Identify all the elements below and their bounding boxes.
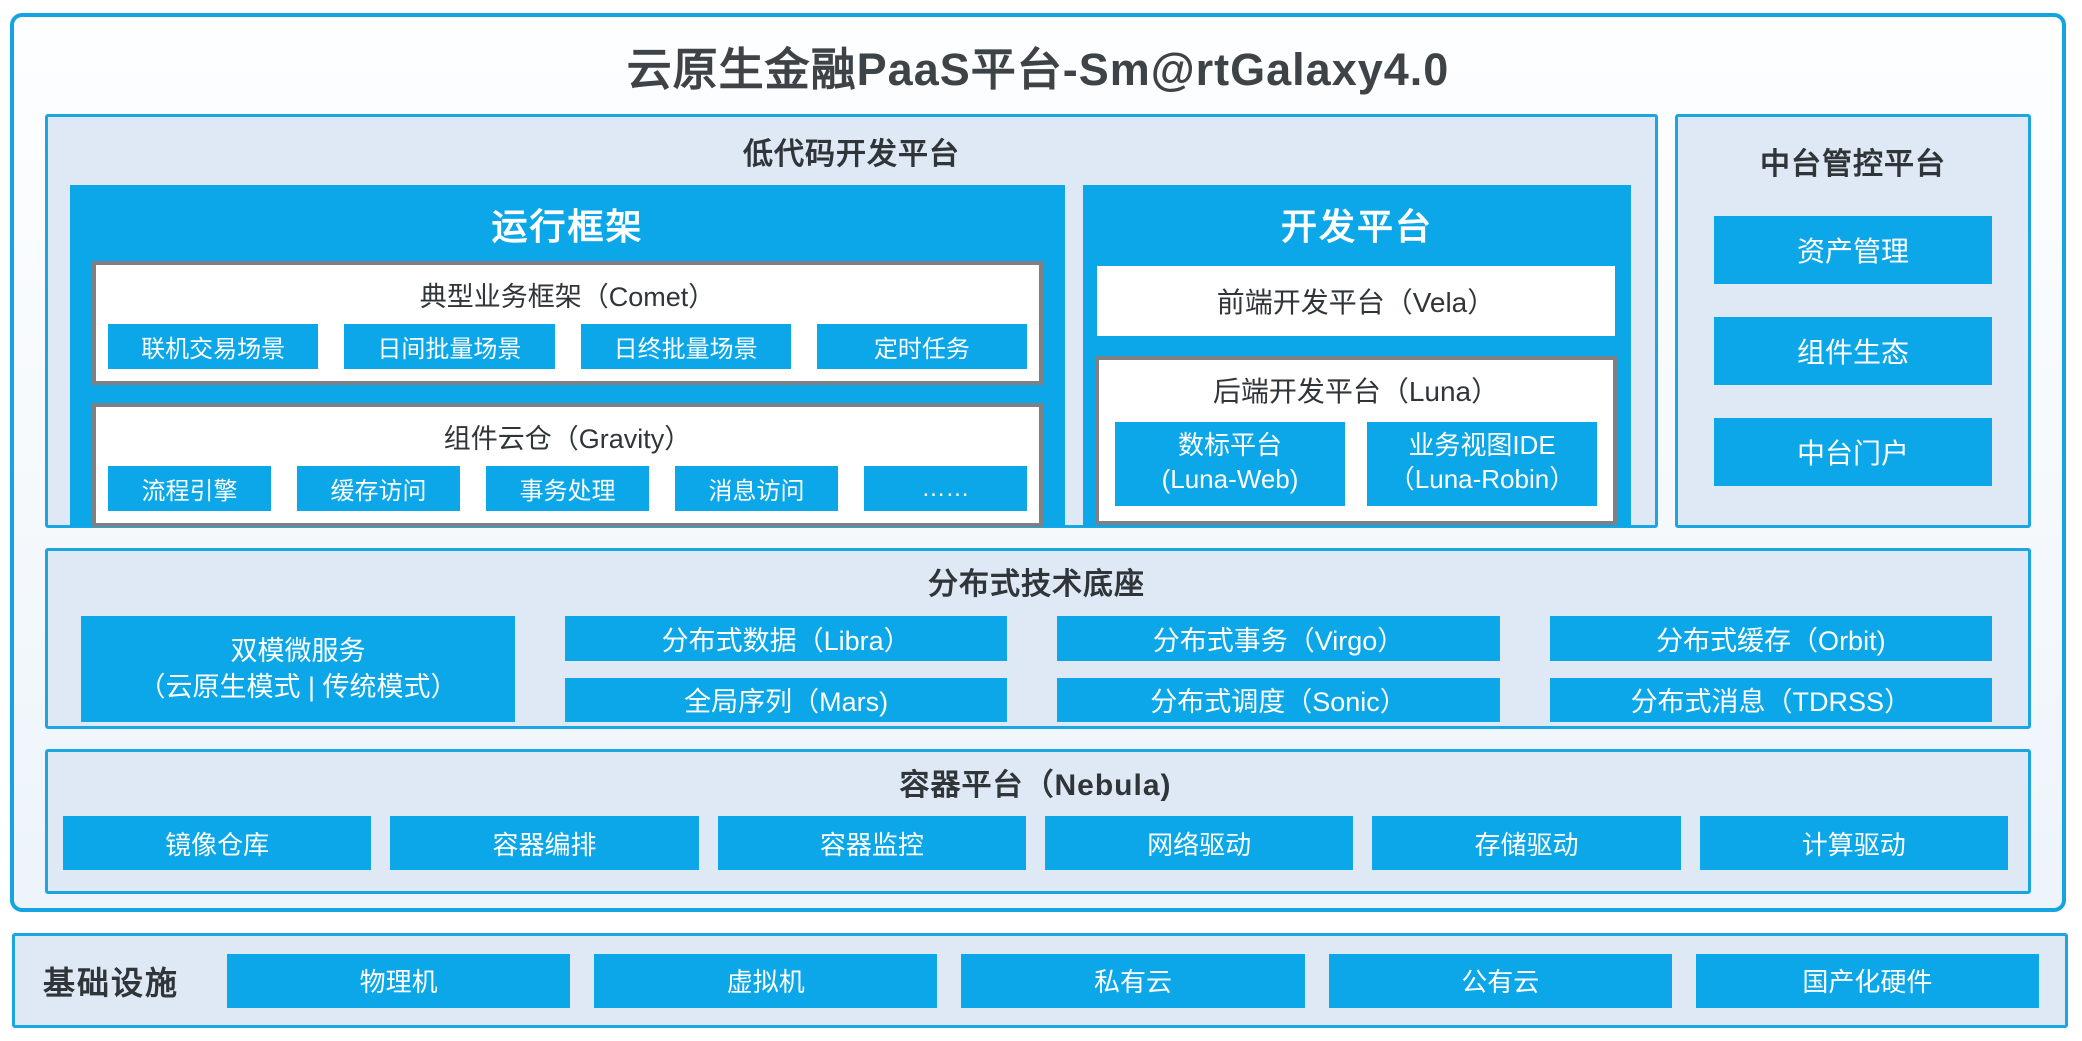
panel-container-platform: 容器平台（Nebula) 镜像仓库 容器编排 容器监控 网络驱动 存储驱动 计算… <box>45 749 2031 894</box>
luna-robin-line2: （Luna-Robin） <box>1388 463 1576 494</box>
distributed-body: 双模微服务 （云原生模式 | 传统模式） 分布式数据（Libra） 全局序列（M… <box>81 616 1992 722</box>
box-comet-framework: 典型业务框架（Comet） 联机交易场景 日间批量场景 日终批量场景 定时任务 <box>92 261 1043 385</box>
panel-distributed-base: 分布式技术底座 双模微服务 （云原生模式 | 传统模式） 分布式数据（Libra… <box>45 548 2031 729</box>
container-items: 镜像仓库 容器编排 容器监控 网络驱动 存储驱动 计算驱动 <box>63 816 2008 870</box>
section-runtime-framework: 运行框架 典型业务框架（Comet） 联机交易场景 日间批量场景 日终批量场景 … <box>70 185 1065 527</box>
gravity-item-cache-access: 缓存访问 <box>297 466 460 511</box>
dual-microservice-line1: 双模微服务 <box>230 635 366 666</box>
diagram-content: 低代码开发平台 运行框架 典型业务框架（Comet） 联机交易场景 日间批量场景… <box>45 114 2031 894</box>
container-item-monitoring: 容器监控 <box>717 816 1026 870</box>
comet-item-online-trading: 联机交易场景 <box>108 324 319 369</box>
infra-item-virtual-machine: 虚拟机 <box>594 953 938 1008</box>
section-dev-platform: 开发平台 前端开发平台（Vela） 后端开发平台（Luna） 数标平台 (Lun… <box>1083 185 1631 527</box>
comet-title: 典型业务框架（Comet） <box>419 282 716 312</box>
page-title: 云原生金融PaaS平台-Sm@rtGalaxy4.0 <box>626 44 1450 95</box>
dist-item-transaction-virgo: 分布式事务（Virgo） <box>1057 616 1500 661</box>
box-luna-backend: 后端开发平台（Luna） 数标平台 (Luna-Web) 业务视图IDE （Lu… <box>1095 356 1617 525</box>
panel-infrastructure: 基础设施 物理机 虚拟机 私有云 公有云 国产化硬件 <box>12 933 2068 1028</box>
dist-item-sequence-mars: 全局序列（Mars) <box>565 677 1008 722</box>
luna-item-web: 数标平台 (Luna-Web) <box>1115 422 1345 506</box>
dist-item-scheduling-sonic: 分布式调度（Sonic） <box>1057 677 1500 722</box>
dist-item-data-libra: 分布式数据（Libra） <box>565 616 1008 661</box>
governance-item-asset-management: 资产管理 <box>1714 216 1992 284</box>
comet-item-scheduled-task: 定时任务 <box>816 324 1027 369</box>
luna-web-line2: (Luna-Web) <box>1161 463 1299 494</box>
gravity-item-process-engine: 流程引擎 <box>108 466 271 511</box>
comet-items: 联机交易场景 日间批量场景 日终批量场景 定时任务 <box>108 324 1027 369</box>
gravity-items: 流程引擎 缓存访问 事务处理 消息访问 …… <box>108 466 1027 511</box>
governance-item-component-ecosystem: 组件生态 <box>1714 317 1992 385</box>
governance-title: 中台管控平台 <box>1760 148 1946 181</box>
main-container: 云原生金融PaaS平台-Sm@rtGalaxy4.0 低代码开发平台 运行框架 … <box>10 13 2066 912</box>
infra-item-private-cloud: 私有云 <box>961 953 1305 1008</box>
distributed-column-3: 分布式缓存（Orbit) 分布式消息（TDRSS） <box>1549 616 1992 722</box>
luna-web-line1: 数标平台 <box>1177 430 1282 460</box>
gravity-item-message-access: 消息访问 <box>675 466 838 511</box>
runtime-framework-title: 运行框架 <box>491 206 644 247</box>
container-item-orchestration: 容器编排 <box>390 816 699 870</box>
distributed-base-title: 分布式技术底座 <box>928 568 1145 601</box>
container-item-storage-driver: 存储驱动 <box>1372 816 1681 870</box>
dist-item-dual-microservice: 双模微服务 （云原生模式 | 传统模式） <box>81 616 515 722</box>
luna-robin-line1: 业务视图IDE <box>1408 430 1556 460</box>
low-code-platform-title: 低代码开发平台 <box>743 138 960 171</box>
distributed-column-1: 分布式数据（Libra） 全局序列（Mars) <box>565 616 1008 722</box>
panel-low-code-platform: 低代码开发平台 运行框架 典型业务框架（Comet） 联机交易场景 日间批量场景… <box>45 114 1658 528</box>
luna-title: 后端开发平台（Luna） <box>1212 376 1500 407</box>
box-gravity-warehouse: 组件云仓（Gravity） 流程引擎 缓存访问 事务处理 消息访问 …… <box>92 403 1043 527</box>
comet-item-daytime-batch: 日间批量场景 <box>344 324 555 369</box>
dist-item-message-tdrss: 分布式消息（TDRSS） <box>1549 677 1992 722</box>
luna-items: 数标平台 (Luna-Web) 业务视图IDE （Luna-Robin） <box>1115 422 1597 506</box>
top-row: 低代码开发平台 运行框架 典型业务框架（Comet） 联机交易场景 日间批量场景… <box>45 114 2031 528</box>
infra-item-public-cloud: 公有云 <box>1328 953 1672 1008</box>
container-item-image-registry: 镜像仓库 <box>63 816 372 870</box>
box-vela-frontend: 前端开发平台（Vela） <box>1097 266 1615 336</box>
luna-item-robin: 业务视图IDE （Luna-Robin） <box>1367 422 1597 506</box>
governance-item-portal: 中台门户 <box>1714 418 1992 486</box>
container-item-compute-driver: 计算驱动 <box>1699 816 2008 870</box>
gravity-item-transaction: 事务处理 <box>486 466 649 511</box>
distributed-column-2: 分布式事务（Virgo） 分布式调度（Sonic） <box>1057 616 1500 722</box>
dev-platform-title: 开发平台 <box>1280 206 1433 247</box>
dual-microservice-line2: （云原生模式 | 传统模式） <box>138 672 458 702</box>
gravity-item-ellipsis: …… <box>864 466 1027 511</box>
comet-item-endofday-batch: 日终批量场景 <box>580 324 791 369</box>
infrastructure-title: 基础设施 <box>43 964 180 1001</box>
panel-governance-platform: 中台管控平台 资产管理 组件生态 中台门户 <box>1675 114 2031 528</box>
container-item-network-driver: 网络驱动 <box>1044 816 1354 870</box>
gravity-title: 组件云仓（Gravity） <box>443 424 692 454</box>
infra-item-physical-machine: 物理机 <box>227 953 571 1008</box>
infra-item-domestic-hardware: 国产化硬件 <box>1695 953 2040 1008</box>
dist-item-cache-orbit: 分布式缓存（Orbit) <box>1549 616 1992 661</box>
low-code-body: 运行框架 典型业务框架（Comet） 联机交易场景 日间批量场景 日终批量场景 … <box>48 173 1655 545</box>
container-platform-title: 容器平台（Nebula) <box>899 769 1172 802</box>
